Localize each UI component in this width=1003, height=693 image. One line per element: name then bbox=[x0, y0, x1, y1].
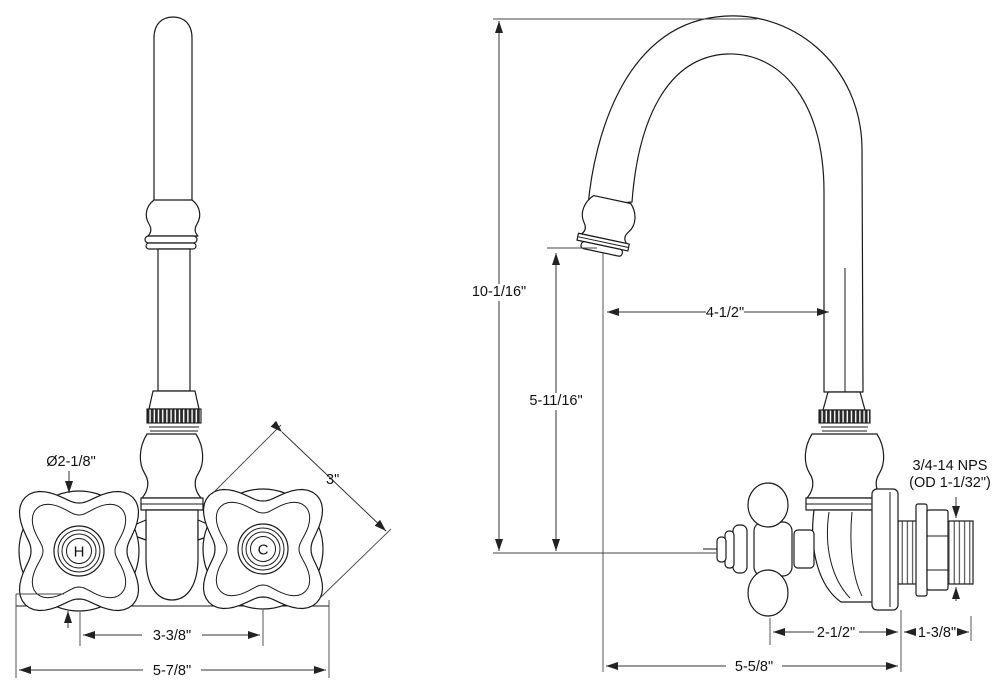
hot-handle-ring-outer bbox=[53, 525, 105, 577]
wall-flange bbox=[871, 488, 899, 611]
spout-bead-ring-1 bbox=[144, 235, 198, 244]
handle-knob-bottom[interactable] bbox=[747, 569, 789, 617]
front-view: H C Ø2-1/8" 3" 3-3/8" bbox=[15, 16, 392, 679]
handle-arm-disc-1 bbox=[732, 524, 748, 574]
handle-hub-side bbox=[753, 521, 793, 577]
escutcheon-column-side bbox=[804, 433, 885, 499]
shank-washer bbox=[915, 503, 928, 597]
hot-handle-inner-line bbox=[31, 503, 127, 599]
dim-handle-spacing-label: 3-3/8" bbox=[153, 628, 191, 644]
thread-spec-line1: 3/4-14 NPS bbox=[913, 458, 988, 474]
hot-letter: H bbox=[74, 544, 85, 561]
hot-handle-ring-inner bbox=[61, 533, 97, 569]
dim-outlet-height: 5-11/16" bbox=[529, 247, 597, 551]
spout-bead-ring-2 bbox=[145, 242, 197, 250]
cold-handle-ring-outer bbox=[237, 523, 289, 575]
ext-line bbox=[319, 528, 392, 599]
dim-spout-reach-label: 4-1/2" bbox=[706, 305, 744, 321]
shank-locknut bbox=[926, 509, 949, 591]
cold-handle-ring-inner bbox=[245, 531, 281, 567]
cold-letter: C bbox=[258, 542, 269, 559]
dim-spout-reach: 4-1/2" bbox=[602, 252, 829, 672]
handle-arm-tip bbox=[716, 536, 727, 563]
valve-body-front bbox=[145, 509, 199, 601]
dim-overall-height-label: 10-1/16" bbox=[472, 284, 526, 300]
spout-tip-band-line bbox=[577, 236, 629, 248]
hot-index-button bbox=[66, 538, 92, 564]
hot-handle-ring-mid bbox=[57, 529, 101, 573]
dim-handle-to-wall: 2-1/2" bbox=[769, 610, 902, 672]
dim-outlet-to-wall: 5-5/8" bbox=[606, 659, 898, 675]
dim-outlet-height-label: 5-11/16" bbox=[529, 393, 582, 409]
dim-handle-diameter-label: Ø2-1/8" bbox=[46, 454, 95, 470]
dim-overall-width: 5-7/8" bbox=[15, 593, 330, 679]
spout-tip-rim bbox=[580, 241, 624, 257]
spout-collar-front bbox=[145, 199, 201, 237]
dim-overall-height: 10-1/16" bbox=[472, 18, 757, 554]
dim-handle-spacing: 3-3/8" bbox=[79, 610, 264, 646]
gooseneck-spout bbox=[587, 15, 864, 393]
coupling-collar-side bbox=[822, 391, 866, 411]
dim-shank-length-label: 1-3/8" bbox=[918, 625, 956, 641]
dim-outlet-to-wall-label: 5-5/8" bbox=[735, 659, 773, 675]
handle-stem-side bbox=[793, 529, 815, 569]
dim-handle-width: 3" bbox=[211, 420, 392, 599]
valve-body-side bbox=[812, 509, 875, 603]
knurled-nut-side bbox=[818, 409, 871, 424]
valve-body-contour-1 bbox=[826, 511, 851, 599]
riser-pipe-front bbox=[157, 248, 191, 392]
valve-body-contour-2 bbox=[850, 511, 863, 597]
spout-outlet bbox=[576, 194, 636, 257]
handle-knob-top[interactable] bbox=[747, 482, 789, 528]
knurled-nut-front bbox=[146, 408, 202, 424]
escutcheon-column-front bbox=[139, 433, 204, 499]
thread-spec-callout: 3/4-14 NPS (OD 1-1/32") bbox=[909, 458, 991, 601]
ext-line bbox=[15, 593, 64, 678]
thread-spec-line2: (OD 1-1/32") bbox=[909, 475, 991, 491]
dim-overall-width-label: 5-7/8" bbox=[153, 663, 191, 679]
dim-handle-diameter: Ø2-1/8" bbox=[46, 454, 96, 628]
ext-line bbox=[211, 424, 282, 495]
spout-tube-front bbox=[153, 16, 193, 204]
cold-index-button bbox=[250, 536, 276, 562]
coupling-collar-front bbox=[148, 390, 200, 410]
cold-handle-ring-mid bbox=[241, 527, 285, 571]
side-view: 10-1/16" 5-11/16" 4-1/2" 2-1/2" 1-3/8" bbox=[472, 15, 991, 675]
dim-shank-length: 1-3/8" bbox=[904, 616, 972, 641]
dim-handle-to-wall-label: 2-1/2" bbox=[817, 625, 855, 641]
dim-line bbox=[270, 420, 387, 532]
dim-handle-width-label: 3" bbox=[326, 472, 339, 488]
